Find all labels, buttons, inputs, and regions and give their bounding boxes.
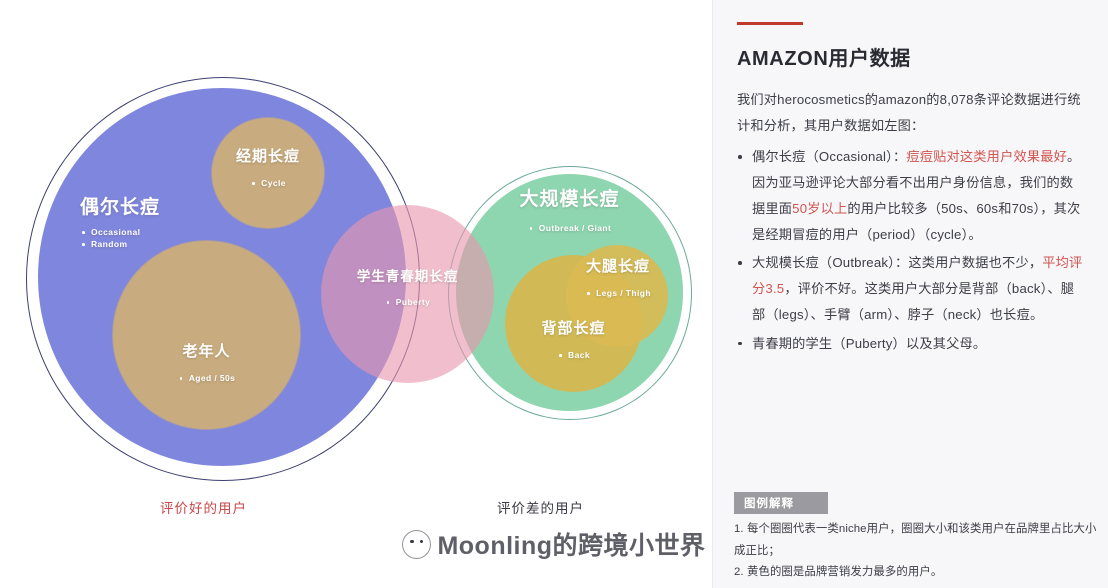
label-puberty: 学生青春期长痘 Puberty [321, 265, 494, 310]
page-title: AMAZON用户数据 [737, 48, 911, 70]
lead-paragraph: 我们对herocosmetics的amazon的8,078条评论数据进行统计和分… [737, 92, 1081, 133]
body-text: 青春期的学生（Puberty）以及其父母。 [752, 335, 987, 351]
list-item: Legs / Thigh [585, 287, 651, 299]
text-panel: AMAZON用户数据 我们对herocosmetics的amazon的8,078… [713, 0, 1108, 588]
legend-box: 图例解释 1. 每个圈圈代表一类niche用户，圈圈大小和该类用户在品牌里占比大… [731, 491, 1103, 584]
list-item: Back [557, 349, 590, 361]
label-cycle: 经期长痘 Cycle [212, 145, 324, 191]
bullet-item: 青春期的学生（Puberty）以及其父母。 [731, 331, 1086, 357]
highlight-text: 平均评分3.5 [752, 255, 1083, 297]
label-legs-title: 大腿长痘 [585, 258, 650, 275]
label-aged: 老年人 Aged / 50s [113, 340, 300, 386]
label-legs-items: Legs / Thigh [568, 283, 668, 301]
list-item: Aged / 50s [178, 372, 236, 384]
legend-line: 2. 黄色的圈是品牌营销发力最多的用户。 [734, 566, 943, 579]
legend-badge: 图例解释 [734, 491, 828, 514]
bullet-list: 偶尔长痘（Occasional）：痘痘贴对这类用户效果最好。因为亚马逊评论大部分… [731, 144, 1086, 356]
list-item: Outbreak / Giant [528, 222, 612, 234]
label-back-items: Back [505, 345, 642, 363]
body-text: 。因为亚马逊评论大部分看不出用户身份信息，我们的数据里面 [752, 149, 1081, 216]
list-item: Random [80, 238, 230, 250]
label-outbreak-items: Outbreak / Giant [456, 218, 683, 236]
bullet-item: 大规模长痘（Outbreak）：这类用户数据也不少，平均评分3.5，评价不好。这… [731, 250, 1086, 327]
panel-divider [712, 0, 713, 588]
venn-stage: 偶尔长痘 Occasional Random 经期长痘 Cycle 老年人 Ag… [26, 77, 692, 516]
label-legs: 大腿长痘 Legs / Thigh [568, 255, 668, 301]
circle-aged[interactable] [113, 241, 300, 429]
footer-label-good-reviews: 评价好的用户 [160, 501, 247, 516]
label-occasional-title: 偶尔长痘 [80, 197, 161, 218]
label-occasional-items: Occasional Random [80, 226, 230, 251]
label-back-title: 背部长痘 [541, 320, 606, 337]
circle-legs[interactable] [566, 245, 668, 347]
label-puberty-items: Puberty [321, 292, 494, 310]
label-outbreak-title: 大规模长痘 [519, 189, 620, 210]
list-item: Puberty [385, 296, 430, 308]
label-cycle-title: 经期长痘 [235, 148, 300, 165]
list-item: Cycle [250, 177, 286, 189]
body-text: ，评价不好。这类用户大部分是背部（back）、腿部（legs）、手臂（arm）、… [752, 281, 1075, 322]
bullet-item: 偶尔长痘（Occasional）：痘痘贴对这类用户效果最好。因为亚马逊评论大部分… [731, 144, 1086, 247]
list-item: Occasional [80, 226, 230, 238]
label-aged-title: 老年人 [182, 343, 231, 360]
highlight-text: 50岁以上 [792, 200, 848, 216]
circle-puberty[interactable] [321, 205, 494, 383]
label-aged-items: Aged / 50s [113, 368, 300, 386]
label-back: 背部长痘 Back [505, 317, 642, 363]
accent-bar [737, 22, 803, 25]
body-text: 的用户比较多（50s、60s和70s），其次是经期冒痘的用户（period）（c… [752, 200, 1081, 242]
body-text: 偶尔长痘（Occasional）： [752, 149, 907, 165]
body-text: 大规模长痘（Outbreak）：这类用户数据也不少， [752, 255, 1043, 271]
label-puberty-title: 学生青春期长痘 [356, 269, 459, 284]
legend-line: 1. 每个圈圈代表一类niche用户，圈圈大小和该类用户在品牌里占比大小成正比； [734, 522, 1097, 557]
label-cycle-items: Cycle [212, 173, 324, 191]
label-occasional: 偶尔长痘 Occasional Random [80, 192, 230, 251]
venn-diagram-panel: 偶尔长痘 Occasional Random 经期长痘 Cycle 老年人 Ag… [26, 77, 692, 516]
label-outbreak: 大规模长痘 Outbreak / Giant [456, 184, 683, 236]
highlight-text: 痘痘贴对这类用户效果最好 [906, 149, 1068, 165]
footer-label-bad-reviews: 评价差的用户 [497, 501, 584, 516]
circle-cycle[interactable] [212, 118, 324, 228]
